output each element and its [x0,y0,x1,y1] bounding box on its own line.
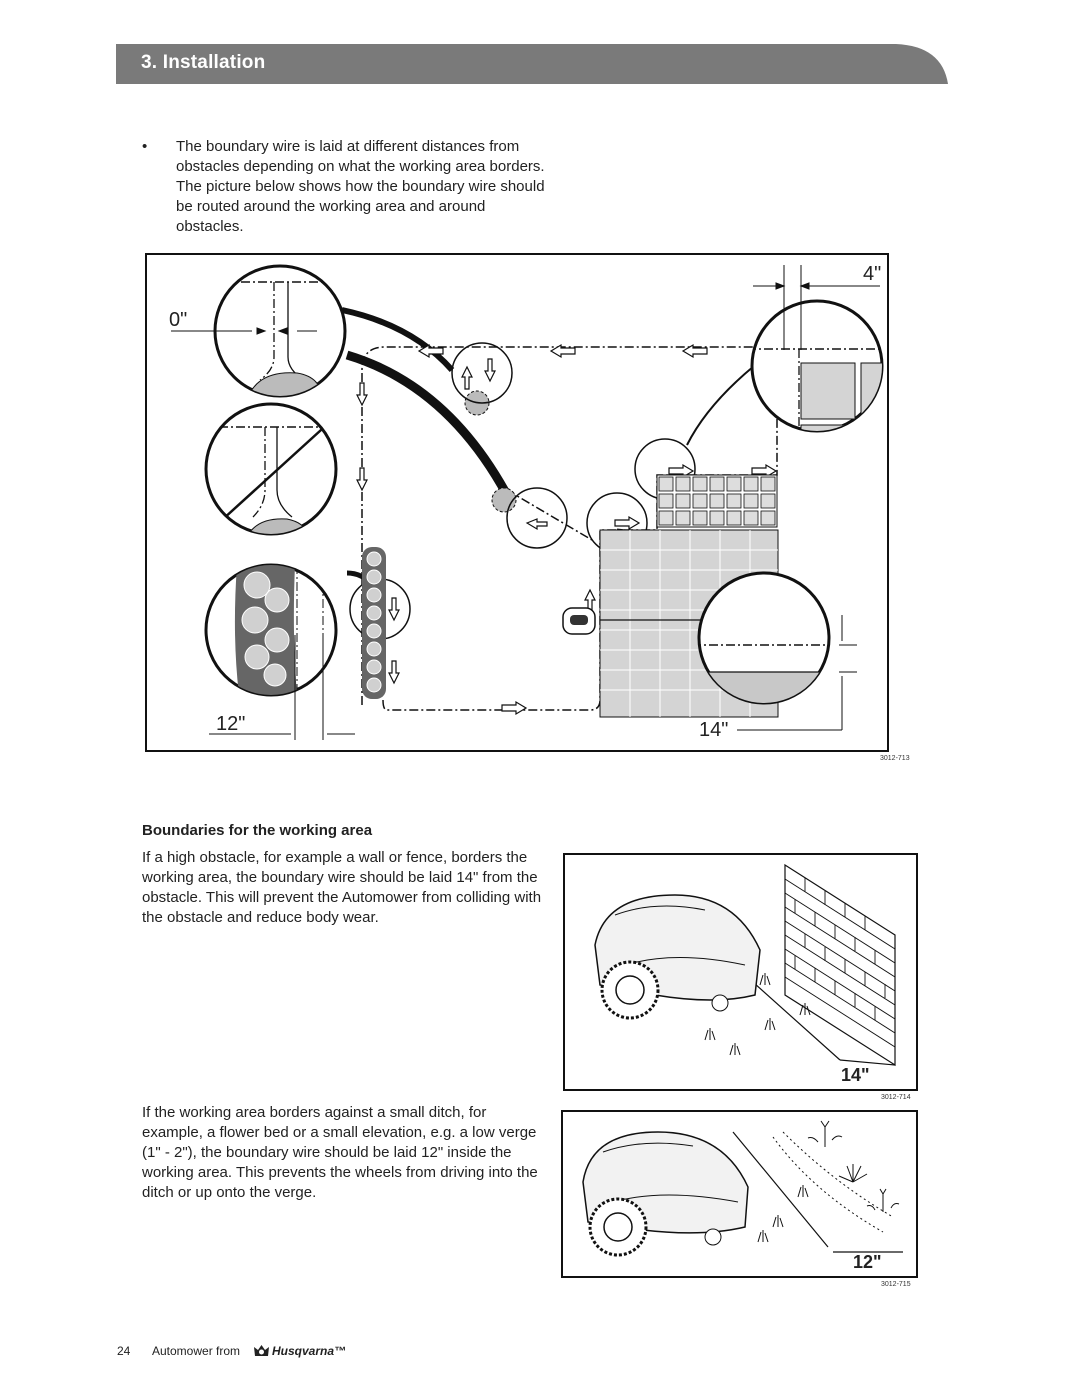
section-title: 3. Installation [141,52,266,73]
dimension-label-4in: 4" [863,263,882,285]
wall-paragraph: If a high obstacle, for example a wall o… [142,849,542,926]
husqvarna-crown-logo-icon [253,1342,270,1364]
ditch-distance-figure: 12" [561,1110,918,1278]
dimension-label-0in: 0" [169,309,188,331]
section-header-bar [116,44,948,84]
boundary-layout-diagram [171,264,884,740]
intro-text: The boundary wire is laid at different d… [176,138,545,235]
page-number: 24 [117,1344,131,1358]
figure-code-ditch: 3012-715 [881,1281,911,1288]
flower-icon [807,1120,900,1212]
wall-distance-figure: 14" [563,853,918,1091]
dimension-label-12in-ditch: 12" [853,1252,882,1272]
boundary-layout-figure: 0" 4" 12" 14" [145,253,889,752]
automower-icon [582,1131,749,1257]
dimension-label-14in-wall: 14" [841,1065,870,1085]
wall-distance-illustration [594,863,896,1067]
bullet-dot: • [142,138,148,155]
figure-code: 3012-713 [880,755,910,762]
figure-code-wall: 3012-714 [881,1094,911,1101]
ditch-distance-illustration [582,1120,903,1257]
ditch-paragraph: If the working area borders against a sm… [142,1104,538,1201]
footer-brand-name: Husqvarna™ [272,1344,347,1358]
footer-brand-prefix: Automower from [152,1344,241,1358]
mower-icon [562,607,596,635]
dimension-label-12in: 12" [216,713,246,735]
automower-icon [594,894,761,1020]
section-heading: Boundaries for the working area [142,822,373,839]
dimension-label-14in: 14" [699,719,729,741]
